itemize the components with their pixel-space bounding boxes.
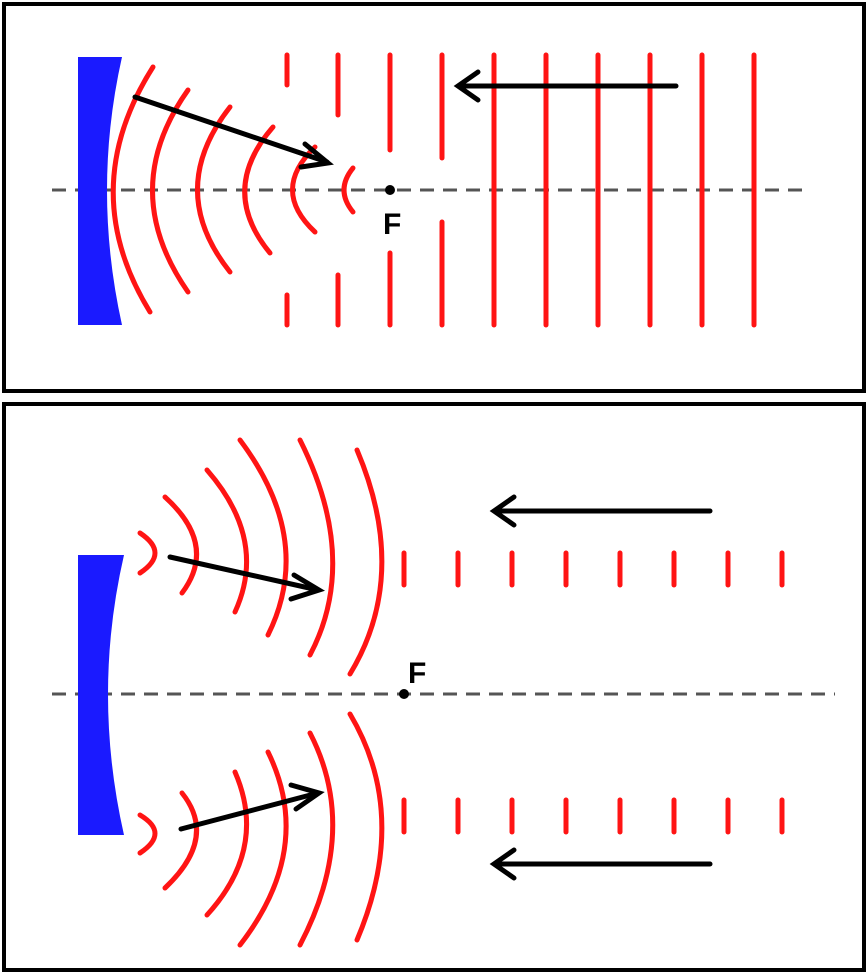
top-wavefront-arc-6 xyxy=(341,165,356,215)
bottom-incident-arrow-upper xyxy=(489,494,713,528)
bottom-upper-arc-1 xyxy=(137,530,158,576)
bottom-focus-point xyxy=(399,689,409,699)
bottom-mirror xyxy=(78,555,124,835)
bottom-upper-arc-6 xyxy=(347,447,385,677)
bottom-lower-arc-3 xyxy=(204,769,249,918)
bottom-diverging-wavefronts-upper xyxy=(137,437,385,677)
bottom-lower-arc-2 xyxy=(162,790,199,891)
top-focus-point xyxy=(385,185,395,195)
bottom-incident-arrow-lower xyxy=(489,847,713,881)
top-mirror xyxy=(78,57,122,325)
bottom-reflected-arrow-lower xyxy=(178,782,325,832)
bottom-lower-arc-6 xyxy=(347,711,385,943)
bottom-plane-wavefronts-upper xyxy=(401,550,785,588)
bottom-upper-arc-3 xyxy=(204,467,249,615)
bottom-panel: F xyxy=(2,402,866,972)
top-panel-frame xyxy=(2,2,866,393)
top-plane-wavefronts xyxy=(284,52,757,328)
bottom-focus-label: F xyxy=(408,657,426,690)
top-incident-arrow xyxy=(453,69,679,103)
bottom-lower-arc-4 xyxy=(237,749,289,948)
bottom-upper-arc-2 xyxy=(162,494,199,596)
bottom-lower-arc-1 xyxy=(137,812,158,856)
top-wavefront-arc-2 xyxy=(150,87,191,295)
bottom-plane-wavefronts-lower xyxy=(401,797,785,835)
top-focus-label: F xyxy=(383,208,401,241)
bottom-upper-arc-4 xyxy=(237,437,289,638)
top-panel: F xyxy=(2,2,866,393)
bottom-diverging-wavefronts-lower xyxy=(137,711,385,948)
top-reflected-arrow xyxy=(132,94,334,170)
bottom-panel-frame xyxy=(2,402,866,972)
bottom-reflected-arrow-upper xyxy=(167,554,326,602)
bottom-lower-arc-5 xyxy=(297,730,336,948)
bottom-upper-arc-5 xyxy=(297,437,336,658)
